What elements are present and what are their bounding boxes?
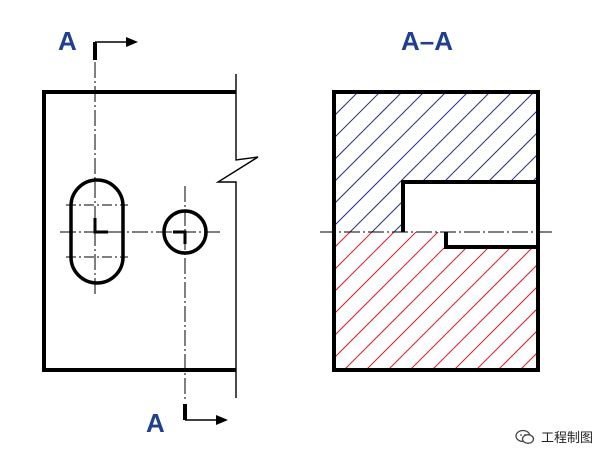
hatch-line — [334, 232, 424, 370]
hatch-line — [78, 85, 233, 240]
hatch-line — [335, 232, 490, 370]
hatch-line — [429, 92, 538, 232]
section-arrow-bottom — [183, 404, 228, 425]
section-view-title: A–A — [401, 26, 453, 56]
hatch-line — [423, 232, 538, 370]
hatch-line — [334, 232, 446, 370]
hatch-line — [578, 225, 607, 378]
hatch-line — [334, 92, 344, 232]
hatch-line — [334, 92, 476, 232]
front-view-outline — [42, 90, 236, 372]
hatch-line — [0, 225, 71, 378]
hatch-line — [0, 225, 115, 378]
hatch-line — [12, 85, 167, 240]
hatch-line — [584, 85, 607, 240]
hatch-line — [334, 92, 388, 232]
hatch-line — [50, 225, 203, 378]
round-hole — [162, 209, 208, 255]
hatch-line — [334, 232, 468, 370]
hatch-line — [56, 85, 211, 240]
hatch-line — [0, 225, 49, 378]
hatch-line — [562, 85, 607, 240]
slot-cavity-outline — [401, 180, 538, 232]
hatch-line — [334, 92, 366, 232]
front-view — [42, 37, 259, 425]
hatch-line — [357, 232, 512, 370]
hatch-line — [540, 85, 607, 240]
hatch-top — [12, 85, 607, 240]
slot-center-mark — [93, 218, 108, 234]
break-line — [215, 74, 259, 398]
hatch-line — [334, 232, 380, 370]
hatch-line — [0, 225, 5, 378]
hatch-line — [0, 225, 27, 378]
hatch-line — [445, 232, 538, 370]
hatch-line — [341, 92, 498, 232]
hatch-line — [495, 92, 538, 232]
hatch-line — [6, 225, 159, 378]
hatch-line — [334, 232, 336, 370]
section-view-outline — [332, 90, 540, 372]
hole-cavity-outline — [444, 232, 538, 249]
hatch-line — [533, 232, 538, 370]
watermark-text: 工程制图 — [540, 431, 593, 446]
watermark: 工程制图 — [515, 427, 593, 446]
hatch-line — [334, 232, 402, 370]
hatch-line — [473, 92, 538, 232]
hatch-line — [385, 92, 538, 232]
obround-slot — [69, 178, 125, 285]
hatch-line — [379, 232, 534, 370]
hatch-line — [600, 225, 607, 378]
hole-center-mark — [173, 230, 187, 244]
hatch-line — [28, 225, 181, 378]
hatch-line — [334, 92, 454, 232]
wechat-icon — [515, 429, 535, 444]
hatch-line — [467, 232, 538, 370]
hatch-line — [556, 225, 607, 378]
hatch-line — [116, 225, 269, 378]
section-arrow-top — [93, 37, 138, 60]
section-marker-top-label: A — [58, 26, 77, 56]
hatch-line — [517, 92, 538, 232]
hatch-line — [166, 85, 321, 240]
hatch-line — [34, 85, 189, 240]
hatch-line — [489, 232, 538, 370]
hatch-line — [451, 92, 538, 232]
hatch-line — [363, 92, 520, 232]
section-view — [0, 85, 607, 378]
hatch-bottom — [0, 225, 607, 378]
hatch-line — [0, 225, 93, 378]
hatch-line — [72, 225, 225, 378]
hatch-line — [401, 232, 538, 370]
hatch-line — [144, 85, 299, 240]
section-marker-bottom-label: A — [146, 408, 165, 438]
hatch-line — [138, 225, 291, 378]
hatch-line — [334, 92, 410, 232]
hatch-line — [334, 92, 432, 232]
hatch-line — [0, 225, 137, 378]
